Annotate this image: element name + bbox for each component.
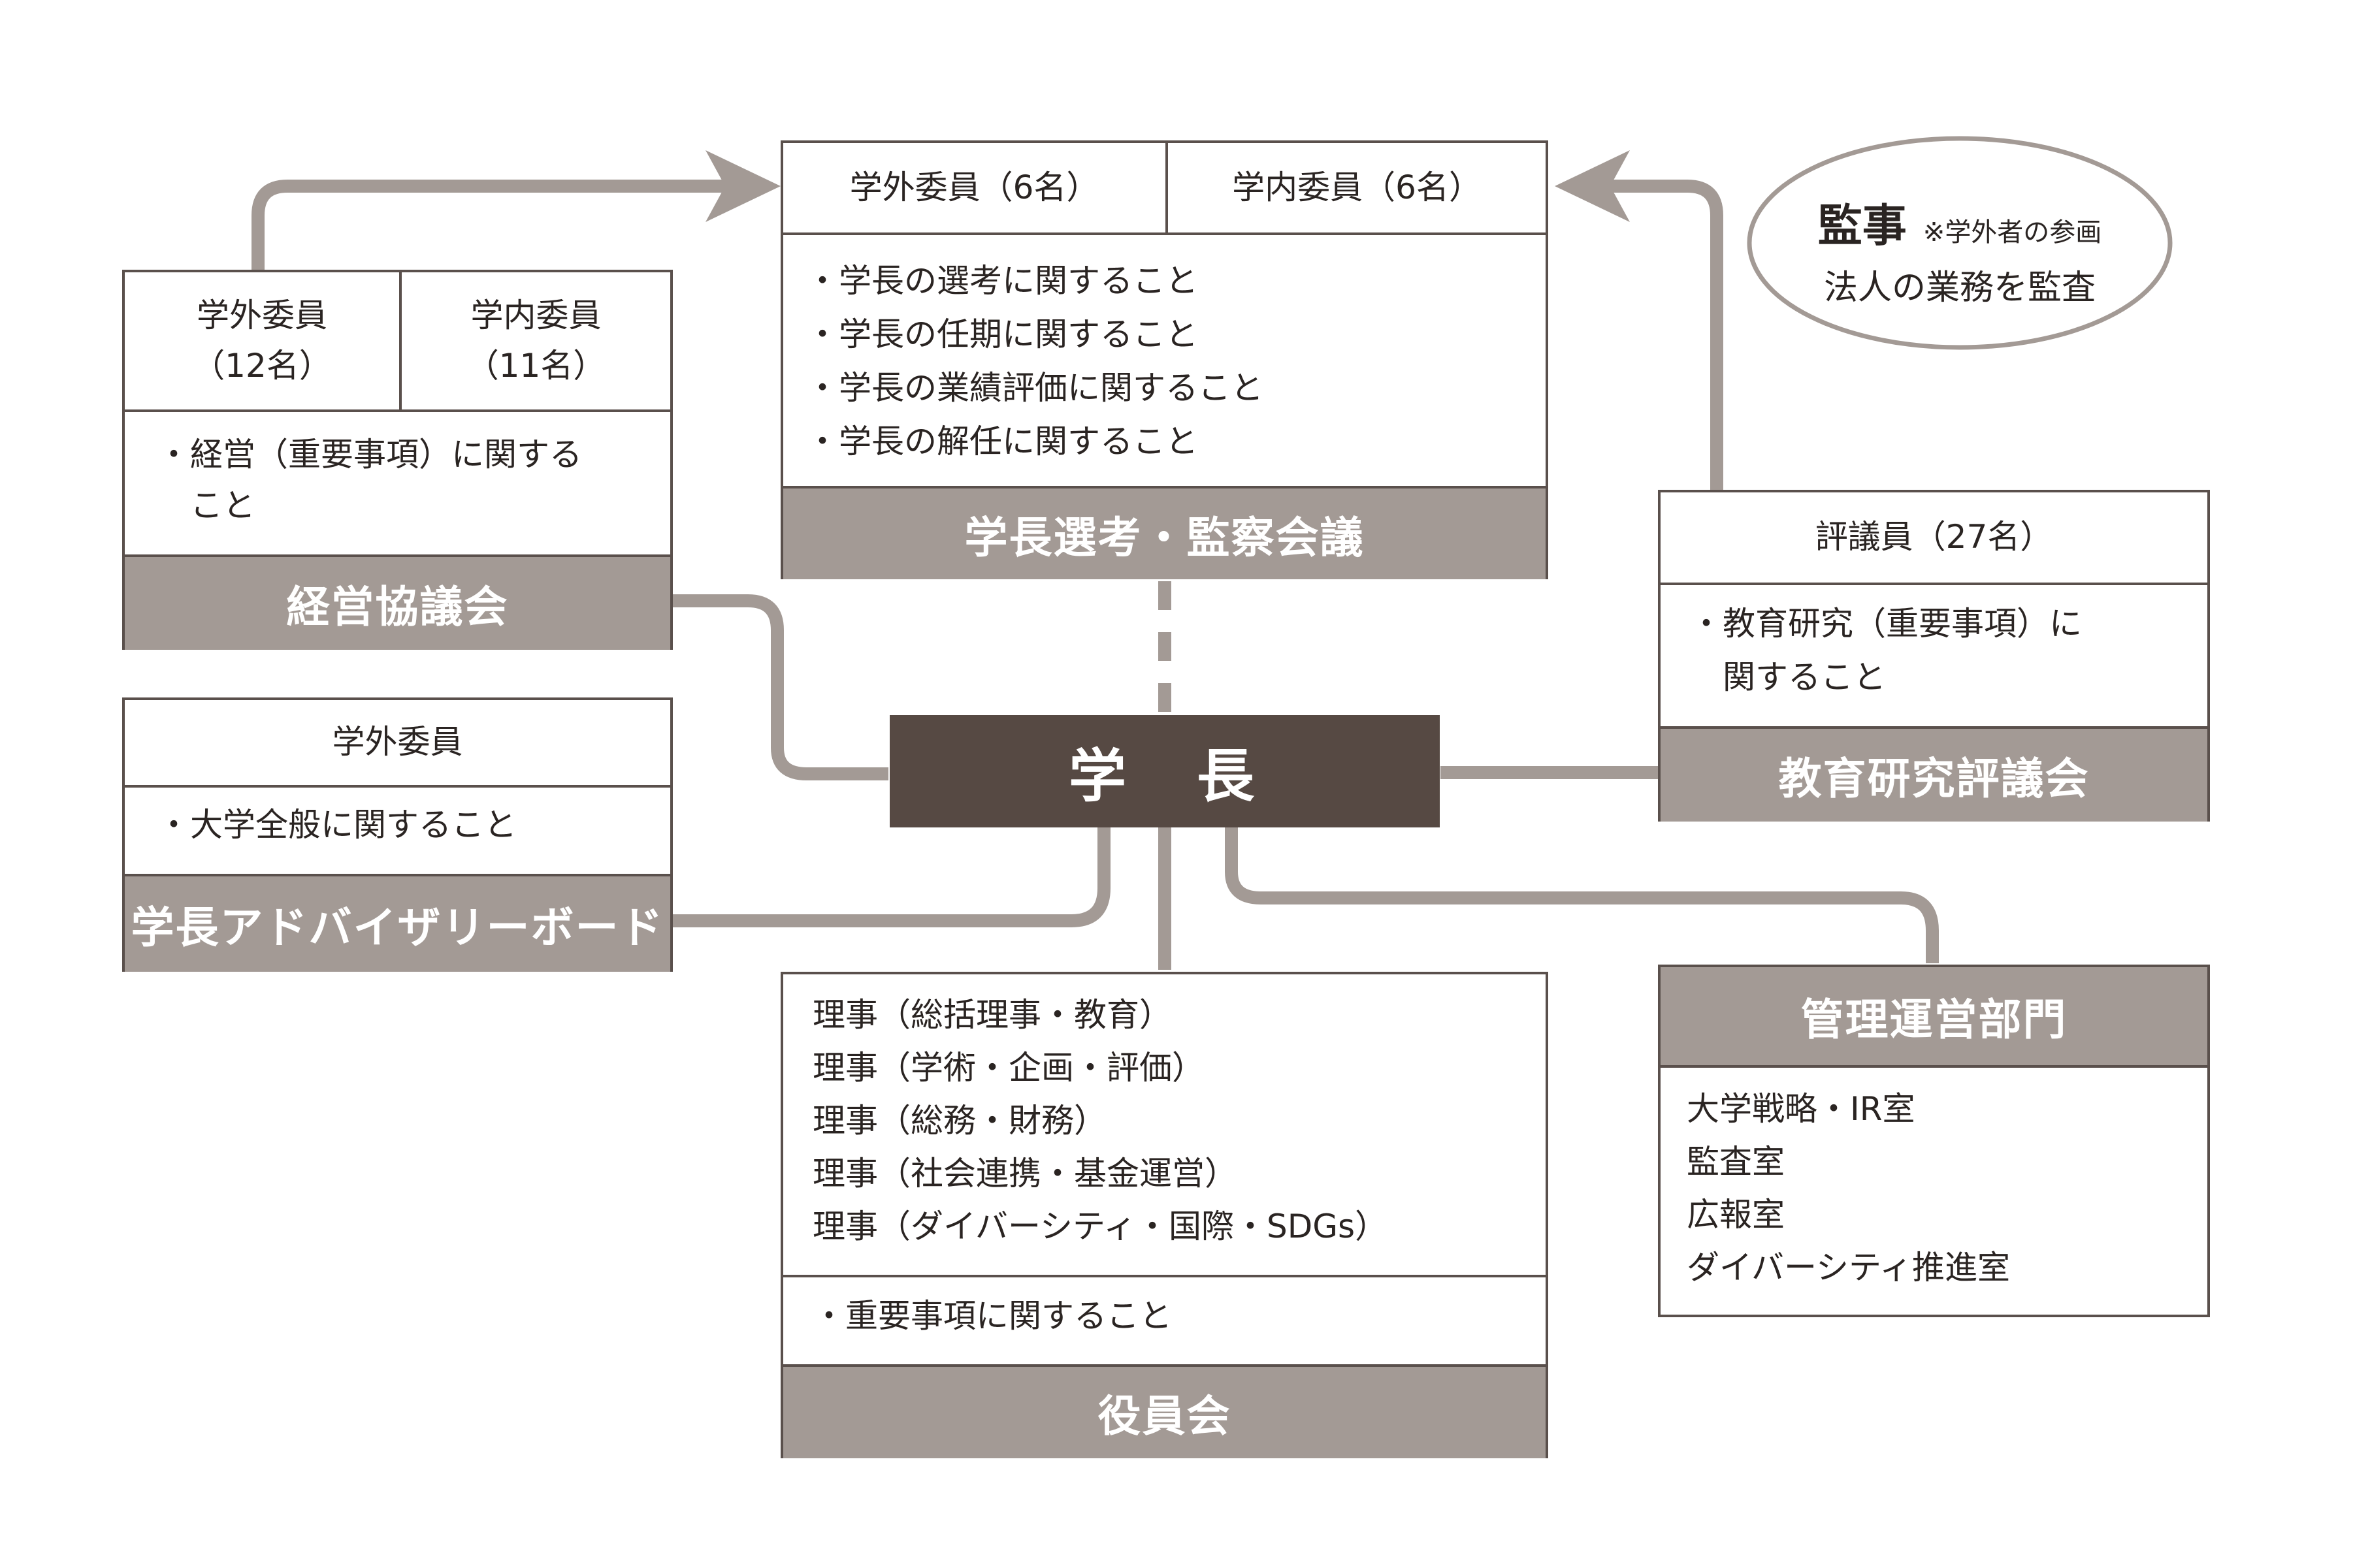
management-internal-label: 学内委員 [470,296,602,334]
duty-item: 大学全般に関すること [157,798,517,852]
duty-item: 経営（重要事項）に関する [157,429,582,480]
duty-item: 学長の選考に関すること [806,254,1263,308]
duty-item: 学長の解任に関すること [806,415,1263,468]
admin-division-title: 管理運営部門 [1661,967,2207,1068]
duty-item: 学長の任期に関すること [806,308,1263,361]
management-external-members: 学外委員 （12名） [125,272,399,409]
selection-council-title: 学長選考・監察会議 [783,486,1546,579]
duty-item: 学長の業績評価に関すること [806,361,1263,415]
advisory-duties: 大学全般に関すること [157,798,517,852]
management-duties: 経営（重要事項）に関する こと [157,429,582,531]
education-research-council-title: 教育研究評議会 [1661,726,2207,822]
auditor-title-row: 監事 ※学外者の参画 [1744,189,2175,254]
connector-management-to-selection [252,180,745,271]
director-item: 理事（学術・企画・評価） [813,1049,1205,1087]
selection-external-members-text: 学外委員（6名） [849,168,1099,206]
board-box: 理事（総括理事・教育） 理事（学術・企画・評価） 理事（総務・財務） 理事（社会… [781,972,1548,1458]
selection-duties: 学長の選考に関すること 学長の任期に関すること 学長の業績評価に関すること 学長… [806,254,1263,468]
education-duties: 教育研究（重要事項）に 関すること [1690,597,2082,704]
management-council-title: 経営協議会 [125,554,670,650]
connector-president-to-advisory [671,826,1111,927]
arrowhead-left [1555,150,1630,222]
management-internal-members: 学内委員 （11名） [402,272,670,409]
board-title: 役員会 [783,1364,1546,1458]
director-item: 理事（社会連携・基金運営） [813,1155,1237,1192]
management-external-count: （12名） [192,347,332,385]
director-item: 理事（ダイバーシティ・国際・SDGs） [813,1208,1388,1245]
education-members: 評議員（27名） [1661,492,2207,583]
advisory-board-title: 学長アドバイザリーボード [125,874,670,972]
connector-education-to-selection [1594,180,1723,490]
admin-units: 大学戦略・IR室 監査室 広報室 ダイバーシティ推進室 [1687,1083,2010,1294]
auditor-title: 監事 [1817,200,1907,252]
auditor-description: 法人の業務を監査 [1823,268,2096,308]
unit-item: 監査室 [1687,1143,1785,1181]
president-label: 学 長 [1068,742,1261,810]
selection-council-box: 学外委員（6名） 学内委員（6名） 学長の選考に関すること 学長の任期に関するこ… [781,140,1548,579]
duty-item-continued: 関すること [1723,658,1886,696]
unit-item: 大学戦略・IR室 [1687,1090,1915,1128]
auditor-ellipse [1747,136,2173,350]
admin-division-box: 管理運営部門 大学戦略・IR室 監査室 広報室 ダイバーシティ推進室 [1658,965,2210,1317]
board-directors: 理事（総括理事・教育） 理事（学術・企画・評価） 理事（総務・財務） 理事（社会… [813,989,1387,1253]
advisory-members-text: 学外委員 [332,723,463,761]
connector-president-to-admin [1225,826,1939,963]
management-external-label: 学外委員 [197,296,327,334]
duty-item-continued: こと [190,487,255,524]
education-members-text: 評議員（27名） [1815,518,2053,556]
president-box: 学 長 [890,715,1440,827]
selection-external-members: 学外委員（6名） [783,143,1165,232]
selection-internal-members-text: 学内委員（6名） [1232,168,1482,206]
management-internal-count: （11名） [466,347,606,385]
unit-item: ダイバーシティ推進室 [1687,1249,2010,1287]
connector-management-to-president [671,594,888,780]
education-research-council-box: 評議員（27名） 教育研究（重要事項）に 関すること 教育研究評議会 [1658,490,2210,822]
duty-item: 重要事項に関すること [813,1289,1172,1343]
arrowhead-right [706,150,781,222]
director-item: 理事（総務・財務） [813,1102,1107,1140]
advisory-members: 学外委員 [125,700,670,785]
selection-internal-members: 学内委員（6名） [1168,143,1546,232]
board-duties: 重要事項に関すること [813,1289,1172,1343]
auditor-note: ※学外者の参画 [1923,217,2102,248]
management-council-box: 学外委員 （12名） 学内委員 （11名） 経営（重要事項）に関する こと 経営… [122,270,673,650]
duty-item: 教育研究（重要事項）に [1690,597,2082,650]
advisory-board-box: 学外委員 大学全般に関すること 学長アドバイザリーボード [122,697,673,972]
director-item: 理事（総括理事・教育） [813,996,1172,1034]
unit-item: 広報室 [1687,1196,1785,1234]
